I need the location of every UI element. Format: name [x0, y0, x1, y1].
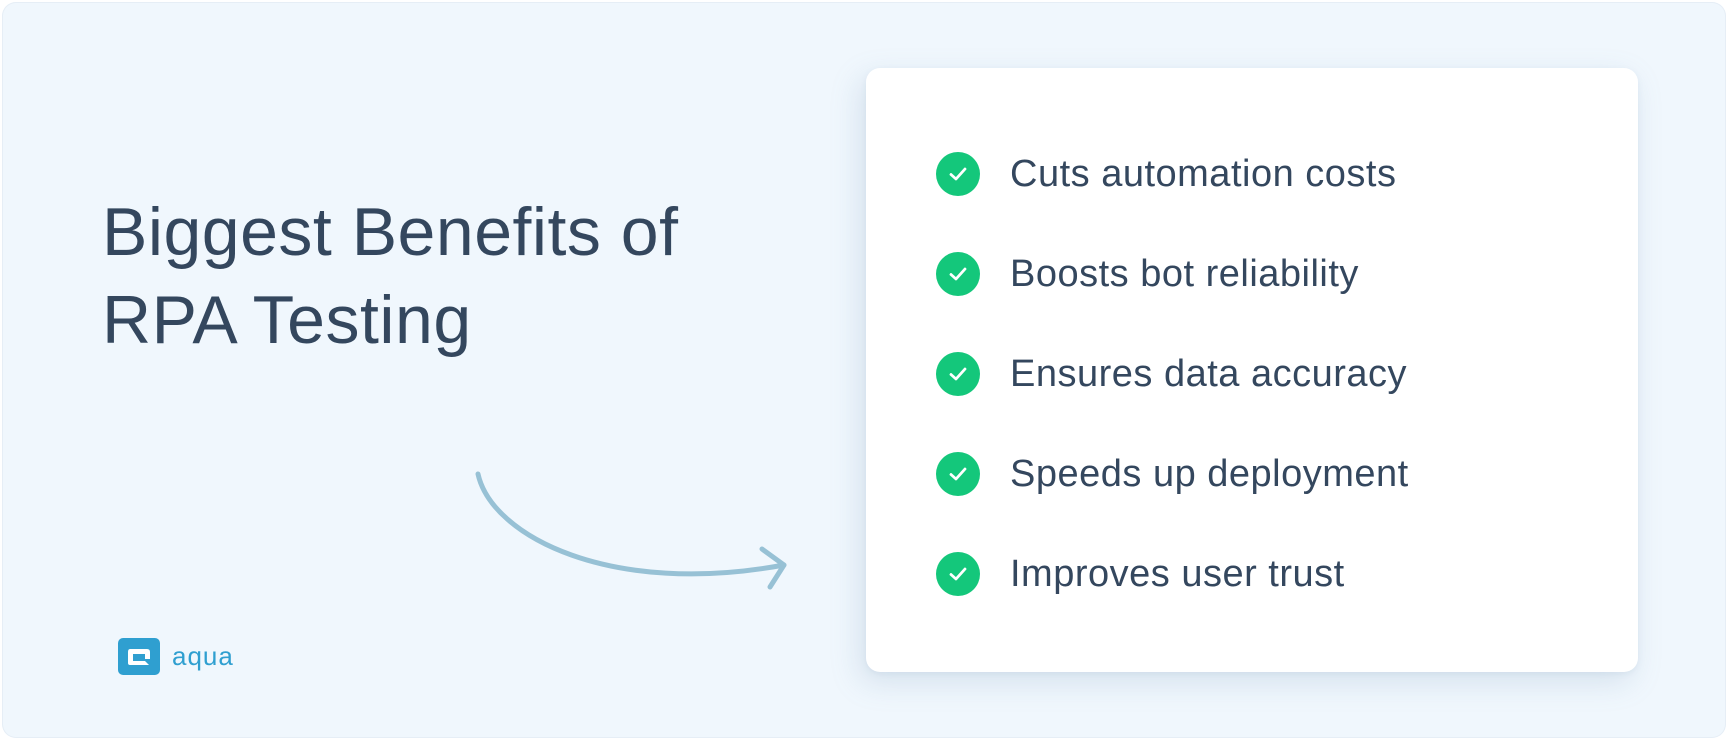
list-item: Ensures data accuracy — [936, 352, 1409, 396]
benefits-list: Cuts automation costs Boosts bot reliabi… — [936, 152, 1409, 652]
check-circle-icon — [936, 352, 980, 396]
benefit-label: Boosts bot reliability — [1010, 252, 1359, 295]
benefit-label: Cuts automation costs — [1010, 152, 1397, 195]
page-title: Biggest Benefits of RPA Testing — [102, 188, 742, 364]
benefit-label: Improves user trust — [1010, 552, 1345, 595]
benefit-label: Speeds up deployment — [1010, 452, 1409, 495]
benefit-label: Ensures data accuracy — [1010, 352, 1408, 395]
brand-name: aqua — [172, 641, 234, 671]
title-line-1: Biggest Benefits of — [102, 194, 679, 270]
list-item: Speeds up deployment — [936, 452, 1409, 496]
list-item: Improves user trust — [936, 552, 1409, 596]
aqua-logo-icon — [118, 638, 160, 675]
brand-logo: aqua — [118, 638, 234, 675]
check-circle-icon — [936, 252, 980, 296]
title-line-2: RPA Testing — [102, 282, 472, 358]
check-circle-icon — [936, 552, 980, 596]
curved-arrow-right-icon — [475, 471, 787, 590]
check-circle-icon — [936, 452, 980, 496]
list-item: Boosts bot reliability — [936, 252, 1409, 296]
list-item: Cuts automation costs — [936, 152, 1409, 196]
benefits-card: Cuts automation costs Boosts bot reliabi… — [866, 68, 1638, 672]
check-circle-icon — [936, 152, 980, 196]
